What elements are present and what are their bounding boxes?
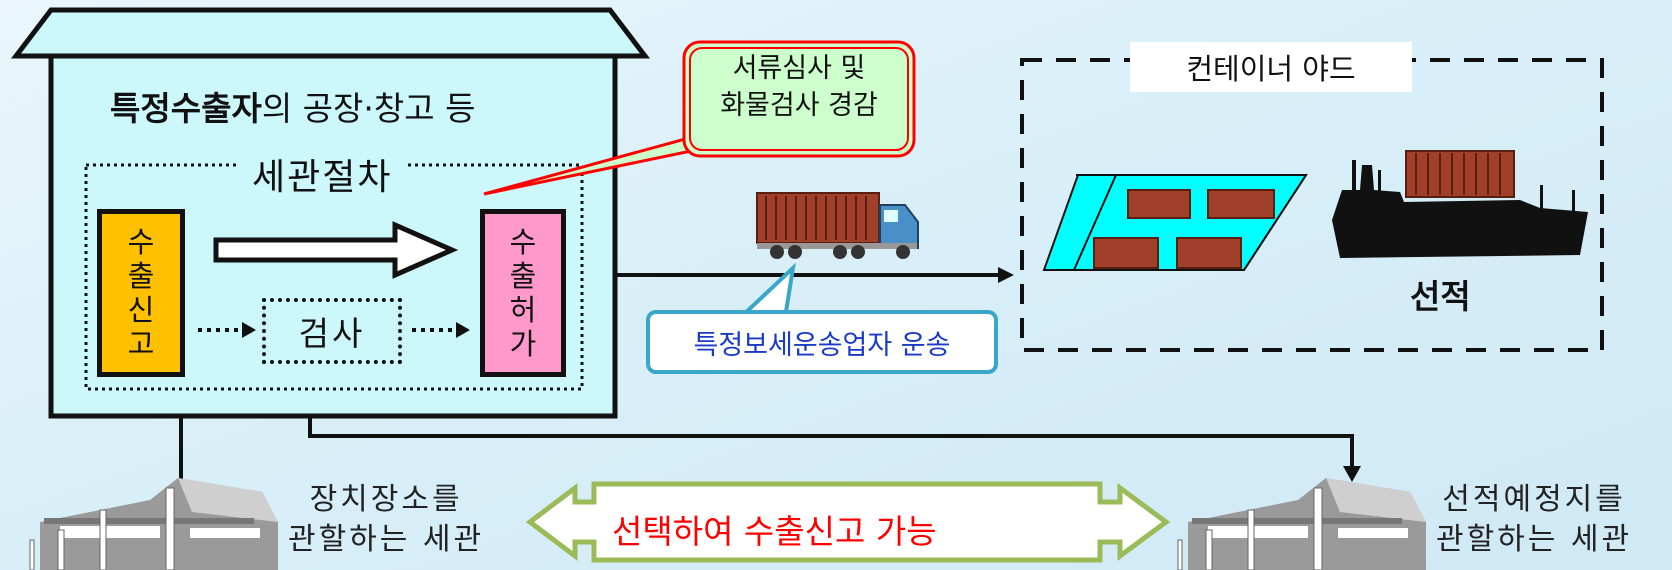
customs-procedure-label: 세관절차 (238, 148, 407, 200)
hollow-arrow (213, 221, 459, 279)
container-yard-label: 컨테이너 야드 (1130, 42, 1412, 92)
customs-office-right-icon (1177, 478, 1426, 570)
callout-text: 서류심사 및 화물검사 경감 (688, 50, 910, 124)
selection-double-arrow (525, 481, 1171, 563)
ship-icon (1332, 150, 1588, 258)
customs-office-left-icon (29, 478, 278, 570)
export-permit-text: 수출허가 (509, 225, 537, 361)
inspection-text: 검사 (298, 314, 366, 353)
customs-office-left-line2: 관할하는 세관 (288, 522, 485, 557)
factory-title: 특정수출자의 공장·창고 등 (110, 82, 475, 130)
export-permit-box: 수출허가 (480, 209, 566, 377)
customs-office-right-line1: 선적예정지를 (1442, 482, 1626, 517)
callout-line1: 서류심사 및 (732, 53, 866, 84)
inspection-box: 검사 (262, 298, 402, 364)
export-declaration-text: 수출신고 (127, 225, 155, 361)
customs-office-left-label: 장치장소를 관할하는 세관 (288, 480, 484, 560)
dotted-arrow-to-permit (412, 322, 470, 338)
export-declaration-box: 수출신고 (97, 209, 185, 377)
carrier-label-box: 특정보세운송업자 운송 (646, 310, 998, 374)
selection-label: 선택하여 수출신고 가능 (612, 512, 937, 551)
factory-title-bold: 특정수출자 (110, 89, 262, 128)
yard-platform-icon (1042, 174, 1308, 271)
customs-office-left-line1: 장치장소를 (309, 482, 463, 517)
arrow-to-right-office (308, 416, 1361, 482)
loading-label: 선적 (1410, 277, 1471, 316)
customs-office-right-label: 선적예정지를 관할하는 세관 (1436, 480, 1632, 560)
carrier-label: 특정보세운송업자 운송 (693, 329, 951, 361)
truck-icon (756, 192, 919, 259)
customs-office-right-line2: 관할하는 세관 (1436, 522, 1633, 557)
callout-bubble (483, 40, 916, 196)
factory-title-rest: 의 공장·창고 등 (261, 89, 476, 128)
callout-line2: 화물검사 경감 (720, 90, 878, 121)
dotted-arrow-to-inspection (198, 322, 256, 338)
arrow-to-yard (615, 267, 1014, 283)
